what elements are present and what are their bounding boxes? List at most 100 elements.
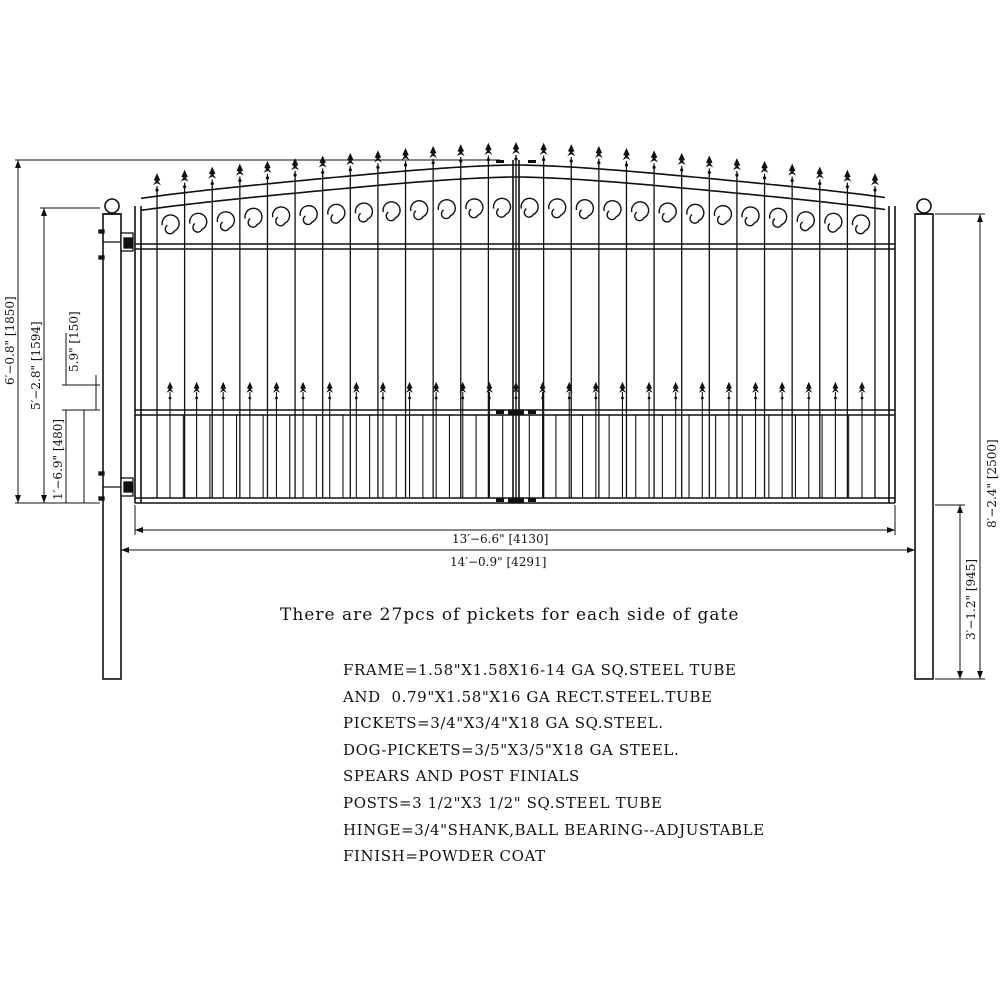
scroll-ornament [741, 206, 760, 227]
dog-spear [246, 381, 254, 393]
spear-collar [873, 188, 877, 192]
scroll-ornament [161, 214, 180, 235]
dog-spear [432, 381, 440, 393]
spear-finial [346, 152, 355, 165]
scroll-ornaments [161, 197, 871, 235]
spear-finial [484, 142, 493, 155]
scroll-ornament [271, 206, 291, 227]
right-post [914, 198, 934, 680]
dog-spear [272, 381, 281, 393]
dog-spear-collar [328, 396, 332, 400]
dog-spear [751, 381, 760, 393]
spec-list: FRAME=1.58"X1.58X16-14 GA SQ.STEEL TUBE … [343, 657, 765, 870]
scroll-ornament [796, 211, 815, 232]
spear-collar [542, 158, 546, 162]
spear-finial [788, 163, 797, 176]
dog-spear-collar [354, 396, 358, 400]
dog-spear-collar [780, 396, 784, 400]
gate-width-label: 13′−6.6" [4130] [452, 532, 548, 546]
spear-collar [293, 173, 297, 177]
lower-hinge [98, 471, 134, 501]
dog-spear [858, 381, 866, 393]
dog-spear [459, 381, 467, 393]
dog-spear-collar [248, 396, 252, 400]
scroll-ornament [548, 198, 567, 219]
dog-spear [219, 381, 227, 393]
dog-spear [485, 381, 493, 393]
dog-spear-collar [647, 396, 651, 400]
left-post [102, 198, 122, 680]
scroll-ornament [244, 207, 263, 228]
dog-spear-collar [487, 396, 491, 400]
dog-spear [565, 381, 573, 393]
spear-collar [790, 179, 794, 183]
spear-finial [208, 166, 217, 179]
spear-finial [815, 166, 824, 179]
scroll-ornament [216, 211, 236, 232]
dog-spear-collar [621, 396, 624, 400]
gate-frame [134, 160, 896, 504]
dog-spear-collar [594, 396, 598, 400]
spear-finial [732, 158, 741, 171]
spear-finial [843, 169, 852, 182]
spear-collar [735, 173, 739, 177]
dog-spear-collar [275, 396, 278, 400]
dog-spear [352, 381, 360, 393]
dog-spear [645, 381, 653, 393]
dog-spear-collar [301, 396, 305, 400]
spear-finial [760, 160, 769, 173]
spear-collar [680, 168, 684, 172]
post-height-label: 8′−2.4" [2500] [985, 439, 999, 528]
spear-collar [238, 179, 242, 183]
scroll-ornament [492, 197, 512, 218]
dimension-arrows [15, 160, 983, 679]
scroll-ornament [630, 201, 650, 222]
spear-finial [539, 142, 548, 155]
dog-spear-collar [221, 396, 225, 400]
scroll-ornament [658, 202, 677, 223]
dog-picket-spears [166, 381, 866, 400]
dog-spear [512, 381, 520, 393]
scroll-ornament [409, 200, 429, 221]
spec-hinge: HINGE=3/4"SHANK,BALL BEARING--ADJUSTABLE [343, 820, 765, 839]
picket-count-note: There are 27pcs of pickets for each side… [280, 605, 740, 625]
right-post-finial [916, 198, 932, 214]
spear-collar [265, 176, 270, 180]
scroll-ornament [354, 202, 374, 223]
dog-spear [592, 381, 600, 393]
spear-finial [263, 160, 272, 173]
spear-finial [235, 163, 244, 176]
dog-spear [831, 381, 839, 393]
dog-spear-collar [833, 396, 837, 400]
dimension-lines [15, 159, 985, 680]
dog-spear [778, 381, 786, 393]
spear-finial [650, 150, 659, 163]
dog-spear [193, 381, 201, 393]
spec-finish: FINISH=POWDER COAT [343, 847, 546, 866]
spear-finial [622, 148, 631, 161]
spec-frame-rect: AND 0.79"X1.58"X16 GA RECT.STEEL.TUBE [343, 687, 713, 706]
spear-finial [871, 173, 879, 186]
scroll-ornament [575, 199, 595, 220]
spear-finial [153, 173, 161, 186]
spear-collar [210, 181, 214, 186]
dog-spear-collar [195, 396, 199, 400]
scroll-ornament [382, 201, 401, 222]
spear-finial [705, 155, 714, 168]
spear-finial [429, 145, 438, 158]
scroll-ornament [851, 214, 871, 235]
spear-finial [401, 148, 410, 161]
spear-collar [431, 161, 435, 165]
dog-spear-collar [168, 396, 172, 400]
dog-spear [379, 381, 387, 393]
spec-posts: POSTS=3 1/2"X3 1/2" SQ.STEEL TUBE [343, 793, 663, 812]
scroll-ornament [824, 212, 843, 233]
dog-spear [805, 381, 813, 393]
spear-collar [155, 188, 159, 192]
post-to-rail-height-label: 5′−2.8" [1594] [29, 321, 43, 410]
center-hardware [496, 160, 536, 503]
scroll-ornament [686, 203, 705, 224]
spear-height-label: 5.9" [150] [67, 311, 81, 372]
spear-finial [594, 145, 603, 158]
